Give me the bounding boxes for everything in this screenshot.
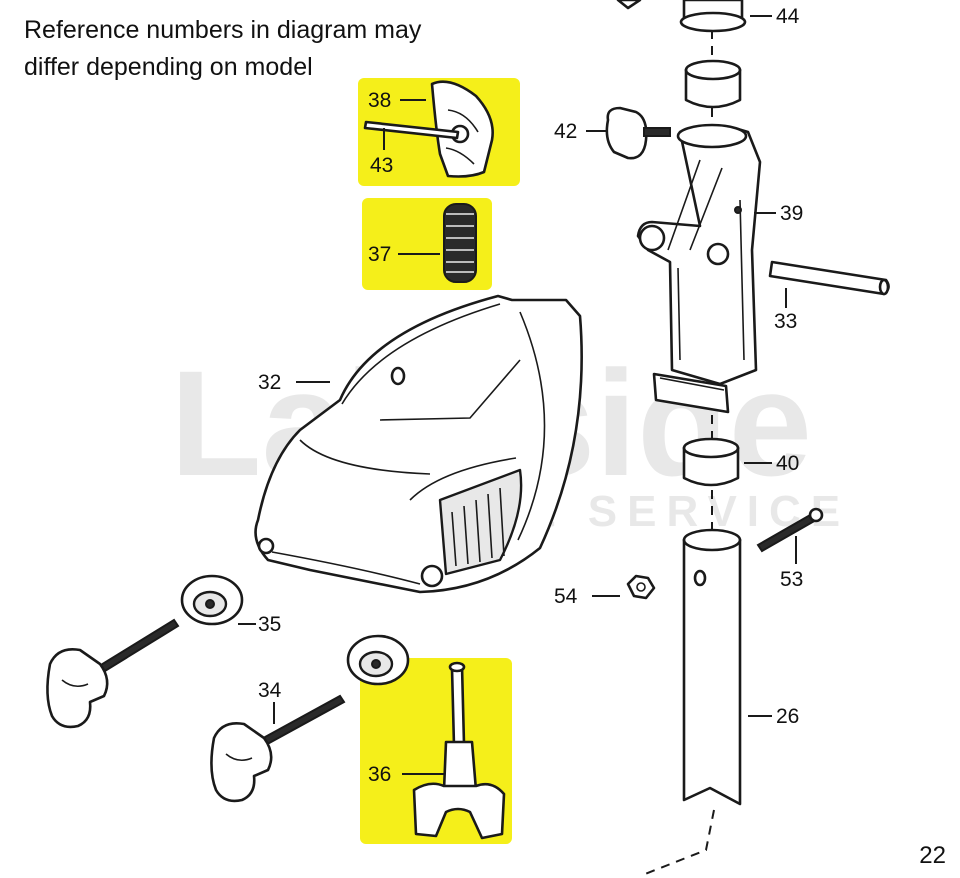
- part-38-latch: [430, 80, 494, 178]
- part-32-housing: [254, 294, 583, 594]
- assembly-axis: [639, 30, 715, 877]
- callout-39: 39: [780, 202, 803, 225]
- callout-38: 38: [368, 89, 391, 112]
- callout-36: 36: [368, 763, 391, 786]
- callout-43: 43: [370, 154, 393, 177]
- callout-32: 32: [258, 371, 281, 394]
- part-26-tube: [682, 528, 742, 806]
- callout-40: 40: [776, 452, 799, 475]
- callout-35: 35: [258, 613, 281, 636]
- callout-34: 34: [258, 679, 282, 702]
- callout-42: 42: [554, 120, 577, 143]
- callout-33: 33: [774, 310, 797, 333]
- part-39-bracket: [636, 123, 762, 414]
- callout-37: 37: [368, 243, 391, 266]
- reference-note-line-2: differ depending on model: [24, 53, 313, 81]
- part-35-washer: [180, 574, 244, 626]
- upper-bushing: [684, 59, 742, 109]
- part-53-screw: [756, 507, 824, 553]
- leader-lines: [238, 15, 797, 775]
- part-36-handle: [412, 661, 506, 840]
- part-54-nut: [626, 574, 656, 600]
- part-37-spring: [443, 203, 477, 283]
- callout-44: 44: [776, 5, 800, 28]
- part-40-bushing: [682, 437, 740, 487]
- reference-note: Reference numbers in diagram may differ …: [24, 12, 421, 86]
- part-34-clamp-screw: [210, 694, 346, 803]
- callout-53: 53: [780, 568, 803, 591]
- callout-labels: 44 38 42 43 39 37 33 32 40 53 54 35 34 2…: [258, 5, 803, 786]
- reference-note-line-1: Reference numbers in diagram may: [24, 16, 422, 44]
- part-44-collar: [616, 0, 747, 33]
- lower-washer: [346, 634, 410, 686]
- callout-54: 54: [554, 585, 578, 608]
- part-43-pin: [363, 120, 460, 140]
- part-42-thumbscrew: [605, 106, 671, 160]
- callout-26: 26: [776, 705, 799, 728]
- page-number: 22: [919, 842, 946, 869]
- clamp-screw-upper: [46, 618, 180, 729]
- part-33-pin: [768, 260, 890, 296]
